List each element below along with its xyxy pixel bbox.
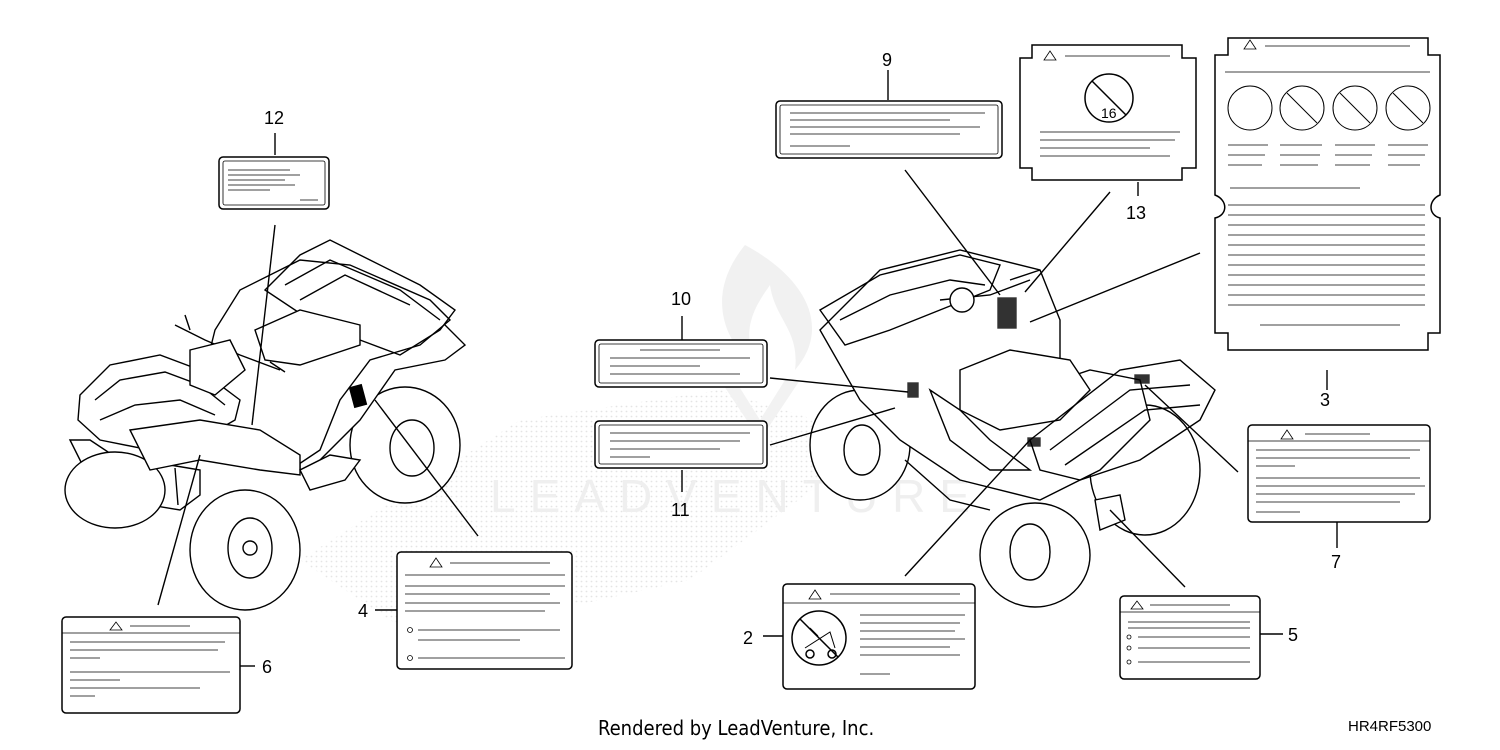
callout-6: 6 [262, 657, 272, 677]
front-fender [128, 419, 301, 476]
label-3 [1214, 37, 1441, 351]
label-6 [61, 616, 241, 714]
callout-11: 11 [671, 500, 690, 520]
callout-12: 12 [264, 108, 284, 128]
atv-rear-view [809, 249, 1216, 608]
label-10 [594, 339, 768, 388]
callout-3: 3 [1320, 390, 1330, 410]
label-12 [218, 156, 330, 210]
callout-9: 9 [882, 50, 892, 70]
callout-2: 2 [743, 628, 753, 648]
front-rack-rear-view [818, 254, 1001, 346]
callout-5: 5 [1288, 625, 1298, 645]
rear-rack-rear-view [1029, 359, 1216, 481]
watermark-text: LEADVENTURE [490, 470, 984, 522]
front-left-wheel [64, 451, 166, 529]
callout-7: 7 [1331, 552, 1341, 572]
callout-13: 13 [1126, 203, 1146, 223]
callout-4: 4 [358, 601, 368, 621]
rendered-by-credit: Rendered by LeadVenture, Inc. [598, 716, 875, 740]
fender-label-marker [348, 383, 368, 409]
label-11 [594, 420, 768, 469]
label-9 [775, 100, 1003, 159]
callout-10: 10 [671, 289, 691, 309]
atv-front-view [64, 239, 467, 611]
leader-lines [157, 70, 1338, 667]
label-5 [1119, 595, 1261, 680]
label-4 [396, 551, 573, 670]
label-13: 16 [1019, 44, 1197, 181]
diagram-code: HR4RF5300 [1348, 718, 1432, 735]
seat [254, 309, 361, 366]
label-2 [782, 583, 976, 690]
label-7 [1247, 424, 1431, 523]
age-warning-number: 16 [1101, 105, 1117, 121]
